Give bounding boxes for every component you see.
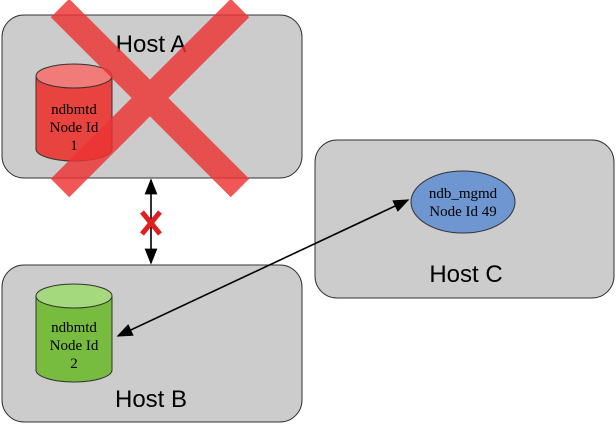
host-a-failed-cross <box>50 0 250 198</box>
host-c-label: Host C <box>429 261 502 288</box>
mgmd-ellipse <box>410 170 516 234</box>
node-1-type: ndbmtd <box>51 102 97 118</box>
data-node-link <box>140 178 162 265</box>
mgmd-node-id: Node Id 49 <box>429 204 497 220</box>
node-2-type: ndbmtd <box>51 320 97 336</box>
ndb-mgmd-node: ndb_mgmd Node Id 49 <box>410 170 516 234</box>
node-1-id: 1 <box>70 138 78 154</box>
node-2-id-label: Node Id <box>50 338 99 354</box>
mgmd-to-node-2-arrow <box>116 199 410 337</box>
mgmd-type: ndb_mgmd <box>429 186 498 202</box>
host-a-label: Host A <box>116 31 187 58</box>
node-1-id-label: Node Id <box>50 120 99 136</box>
cylinder-top <box>35 283 113 309</box>
ndbmtd-node-2: ndbmtd Node Id 2 <box>35 283 113 383</box>
node-2-id: 2 <box>70 356 78 372</box>
link-broken-x-mark <box>140 210 162 236</box>
host-b-label: Host B <box>115 386 187 413</box>
cylinder-top <box>35 63 113 89</box>
cylinder-body <box>35 296 113 383</box>
